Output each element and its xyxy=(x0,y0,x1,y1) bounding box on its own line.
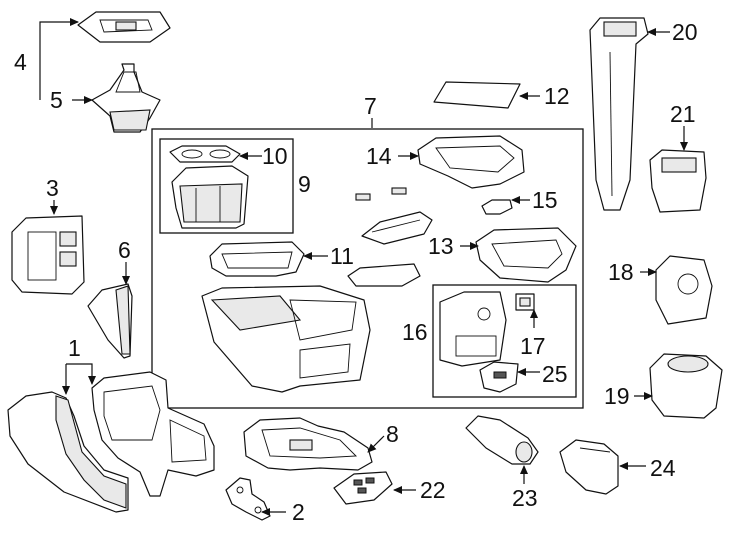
callout-6: 6 xyxy=(118,237,131,263)
callout-16: 16 xyxy=(402,319,428,345)
part-11-trim-ring[interactable] xyxy=(209,241,305,277)
part-7-console-body[interactable] xyxy=(201,285,371,393)
callout-11: 11 xyxy=(330,243,354,269)
callout-24: 24 xyxy=(650,455,676,481)
part-2-bracket[interactable] xyxy=(225,477,271,521)
switch-panel-group-box xyxy=(432,284,577,398)
part-5-shift-boot[interactable] xyxy=(91,63,161,133)
callout-10: 10 xyxy=(262,143,288,169)
part-20-long-bracket[interactable] xyxy=(589,17,649,211)
part-latch xyxy=(347,263,421,287)
part-24-cap[interactable] xyxy=(559,439,619,495)
callout-18: 18 xyxy=(608,259,634,285)
callout-labels: 1 2 3 4 5 6 7 8 9 10 11 12 13 14 15 16 1… xyxy=(14,19,698,525)
part-6-side-panel[interactable] xyxy=(87,283,133,359)
leader-lines xyxy=(39,18,688,516)
callout-14: 14 xyxy=(366,143,392,169)
part-23-socket[interactable] xyxy=(465,415,539,465)
part-16-switch-panel[interactable] xyxy=(439,291,507,367)
part-14-armrest-lid[interactable] xyxy=(417,135,525,189)
callout-21: 21 xyxy=(670,101,696,127)
part-13-cup-bezel[interactable] xyxy=(475,227,577,283)
callout-5: 5 xyxy=(50,87,63,113)
callout-7: 7 xyxy=(364,93,377,119)
callout-25: 25 xyxy=(542,361,568,387)
part-19-dial[interactable] xyxy=(649,353,723,419)
callout-15: 15 xyxy=(532,187,558,213)
part-17-switch[interactable] xyxy=(515,293,535,311)
part-12-pad[interactable] xyxy=(433,81,521,109)
part-8-lower-bracket[interactable] xyxy=(243,417,373,471)
callout-17: 17 xyxy=(520,333,546,359)
part-4-shift-plate[interactable] xyxy=(77,11,171,43)
callout-3: 3 xyxy=(46,175,59,201)
callout-20: 20 xyxy=(672,19,698,45)
callout-23: 23 xyxy=(512,485,538,511)
part-1-console-side-and-box[interactable] xyxy=(7,371,215,513)
part-9-cup-holder[interactable] xyxy=(171,165,249,229)
cup-holder-group-box xyxy=(159,138,294,234)
callout-19: 19 xyxy=(604,383,630,409)
callout-12: 12 xyxy=(544,83,570,109)
callout-8: 8 xyxy=(386,421,399,447)
callout-4: 4 xyxy=(14,49,27,75)
callout-1: 1 xyxy=(68,335,81,361)
part-21-switch[interactable] xyxy=(649,149,707,213)
callout-13: 13 xyxy=(428,233,454,259)
callout-9: 9 xyxy=(298,171,311,197)
part-18-knob-housing[interactable] xyxy=(655,255,713,325)
part-15-clip[interactable] xyxy=(481,199,513,215)
part-clips xyxy=(355,187,407,201)
console-assembly-box xyxy=(151,128,584,409)
callout-2: 2 xyxy=(292,499,305,525)
part-25-usb-port[interactable] xyxy=(479,361,519,393)
part-22-connector[interactable] xyxy=(333,471,393,505)
part-hinge xyxy=(361,211,433,245)
part-3-bezel[interactable] xyxy=(11,215,85,295)
callout-22: 22 xyxy=(420,477,446,503)
part-10-cup-mat[interactable] xyxy=(169,145,241,163)
